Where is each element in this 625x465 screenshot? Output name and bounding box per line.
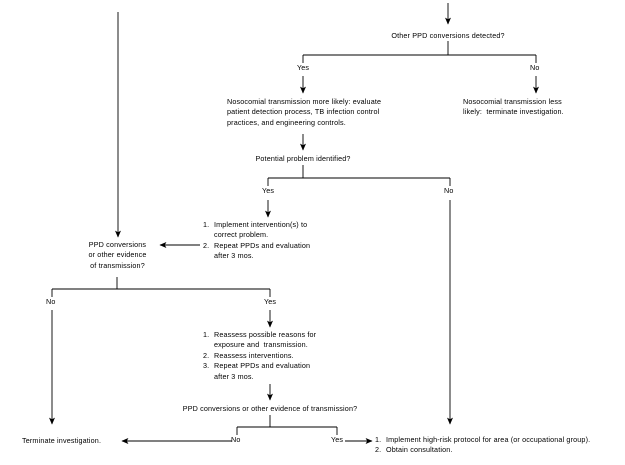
edge-label-yes-conversions: Yes (264, 297, 277, 306)
node-ppd-conversions-evidence-question: PPD conversions or other evidence of tra… (88, 240, 147, 270)
list-item: 1. Implement intervention(s) to correct … (203, 220, 363, 241)
list-item: 2. Obtain consultation. (375, 445, 623, 455)
node-high-risk-protocol-list: 1. Implement high-risk protocol for area… (375, 435, 623, 456)
list-number: 2. (203, 240, 210, 250)
list-item: 2. Reassess interventions. (203, 351, 375, 361)
edge-label-no-conversions: No (46, 297, 56, 306)
list-text: Repeat PPDs and evaluation after 3 mos. (214, 361, 311, 381)
list-text: Obtain consultation. (386, 445, 453, 455)
node-ppd-conversions-inline-question: PPD conversions or other evidence of tra… (182, 404, 358, 413)
list-text: Reassess possible reasons for exposure a… (214, 330, 317, 350)
node-nosocomial-more-likely: Nosocomial transmission more likely: eva… (227, 97, 382, 127)
list-number: 1. (203, 330, 210, 339)
list-text: Implement high-risk protocol for area (o… (386, 435, 591, 444)
list-number: 1. (375, 435, 382, 444)
edge-label-no-top: No (530, 63, 540, 72)
list-item: 1. Implement high-risk protocol for area… (375, 435, 623, 445)
edge-label-yes-top: Yes (297, 63, 310, 72)
list-text: Reassess interventions. (214, 350, 294, 360)
node-nosocomial-less-likely: Nosocomial transmission less likely: ter… (463, 97, 564, 117)
list-item: 1. Reassess possible reasons for exposur… (203, 330, 375, 351)
list-text: Repeat PPDs and evaluation after 3 mos. (214, 240, 311, 261)
list-number: 2. (203, 350, 210, 360)
node-terminate-investigation: Terminate investigation. (22, 436, 102, 445)
node-implement-interventions-list: 1. Implement intervention(s) to correct … (203, 220, 363, 262)
list-number: 2. (375, 445, 382, 455)
node-potential-problem-question: Potential problem identified? (255, 154, 351, 163)
edge-label-yes-bottom: Yes (331, 435, 344, 444)
node-reassess-list: 1. Reassess possible reasons for exposur… (203, 330, 375, 382)
edge-label-yes-potential: Yes (262, 186, 275, 195)
list-number: 3. (203, 361, 210, 371)
list-item: 2. Repeat PPDs and evaluation after 3 mo… (203, 241, 363, 262)
edge-label-no-potential: No (444, 186, 454, 195)
node-other-ppd-conversions-question: Other PPD conversions detected? (391, 31, 505, 40)
list-text: Implement intervention(s) to correct pro… (214, 220, 308, 240)
list-number: 1. (203, 220, 210, 229)
edge-label-no-bottom: No (231, 435, 241, 444)
list-item: 3. Repeat PPDs and evaluation after 3 mo… (203, 361, 375, 382)
